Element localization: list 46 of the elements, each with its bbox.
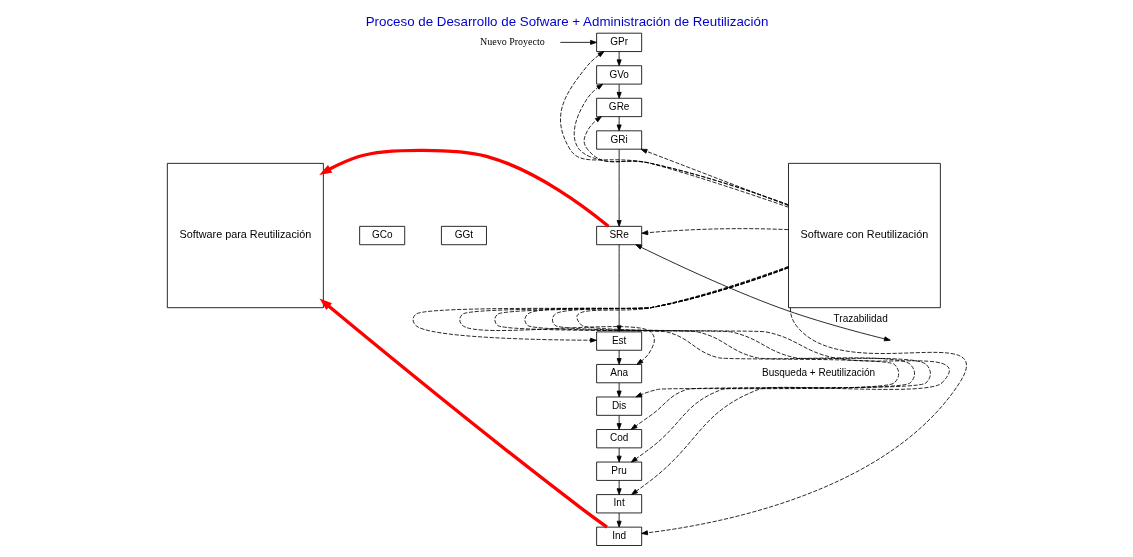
node-box: Pru [595, 461, 642, 481]
diagram-title: Proceso de Desarrollo de Sofware + Administración de Reutilización [365, 13, 768, 29]
arrow [573, 83, 789, 206]
arrow [616, 512, 622, 528]
arrow [640, 307, 966, 536]
arrow [616, 244, 622, 333]
arrow [523, 266, 915, 430]
node-box: Software con Reutilización [787, 162, 941, 309]
arrow [616, 116, 622, 132]
arrow [412, 267, 789, 343]
arrow [616, 480, 622, 495]
arrow [640, 148, 789, 207]
node-box: GRi [595, 130, 642, 150]
arrow [635, 244, 891, 342]
node-box: Est [595, 331, 642, 351]
node-box: Int [595, 494, 642, 514]
arrow [616, 51, 622, 67]
arrow [551, 266, 931, 463]
node-box: Ana [595, 364, 642, 384]
node-box: Software para Reutilización [166, 162, 324, 309]
node-box: GGt [440, 225, 487, 246]
node-text: Nuevo Proyecto [479, 35, 545, 47]
arrow [576, 265, 950, 495]
node-box: GCo [358, 225, 405, 246]
node-box: Cod [595, 429, 642, 449]
arrow [559, 51, 789, 206]
label: Busqueda + Reutilización [761, 367, 875, 379]
arrow [616, 83, 622, 99]
edge-label: Trazabilidad [833, 313, 888, 325]
arrow [641, 228, 789, 236]
node-box: GRe [595, 97, 642, 118]
arrow [616, 415, 622, 430]
arrow [616, 349, 622, 365]
node-box: SRe [595, 225, 642, 246]
arrow [319, 298, 608, 529]
node-box: GPr [595, 32, 642, 52]
arrow [616, 447, 622, 463]
arrow [318, 148, 609, 228]
arrow [583, 116, 789, 208]
arrow [616, 382, 622, 398]
node-box: Ind [595, 526, 642, 546]
arrow [559, 39, 597, 45]
arrow [616, 149, 622, 227]
node-box: GVo [595, 65, 642, 85]
node-box: Dis [595, 396, 642, 416]
arrow [493, 267, 899, 398]
